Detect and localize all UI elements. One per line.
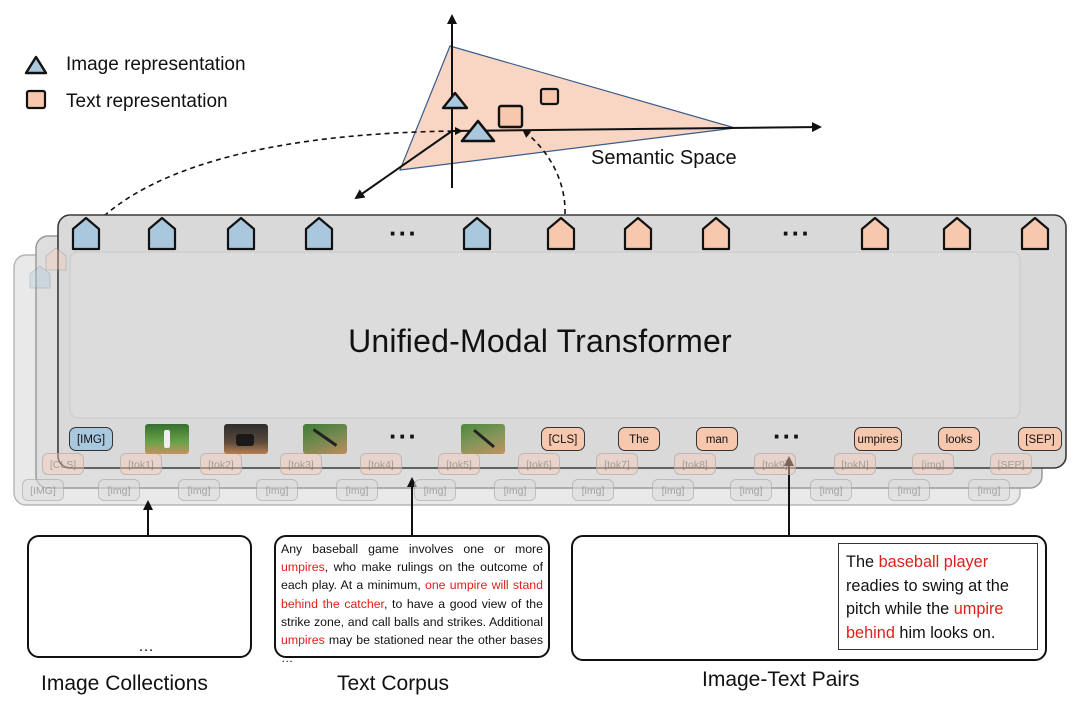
axis-horizontal (451, 122, 822, 133)
image-patch-token (303, 424, 347, 454)
text-output-pentagon-icon (623, 216, 653, 251)
ghost-token: [CLS] (42, 453, 84, 475)
image-patch-token (145, 424, 189, 454)
image-mapping-arrow (103, 127, 463, 217)
ghost-token: [tok7] (596, 453, 638, 475)
ghost-token: [img] (810, 479, 852, 501)
axis-diagonal (354, 130, 453, 200)
highlighted-phrase: umpires (281, 633, 325, 648)
ghost-token: [img] (888, 479, 930, 501)
image-text-pairs-caption: Image-Text Pairs (702, 668, 860, 691)
image-text-pairs-box (571, 535, 1047, 661)
text-segment: The (846, 553, 879, 571)
ghost-token: [tok3] (280, 453, 322, 475)
legend-text-label: Text representation (66, 91, 228, 112)
sep-token: [SEP] (1018, 427, 1062, 451)
text-output-pentagon-icon (942, 216, 972, 251)
highlighted-phrase: umpires (281, 560, 325, 575)
ghost-token: [img] (572, 479, 614, 501)
transformer-inner-panel (69, 251, 1021, 419)
image-patch-token (461, 424, 505, 454)
ghost-token: [img] (968, 479, 1010, 501)
text-segment: him looks on. (894, 623, 996, 642)
ghost-token: [tokN] (834, 453, 876, 475)
ghost-token: [tok8] (674, 453, 716, 475)
ghost-token: [img] (98, 479, 140, 501)
img-token: [IMG] (69, 427, 113, 451)
ghost-token: [SEP] (990, 453, 1032, 475)
space-square-small-icon (539, 87, 560, 106)
image-output-pentagon-icon (71, 216, 101, 251)
ghost-token: [img] (178, 479, 220, 501)
text-output-pentagon-icon (701, 216, 731, 251)
ghost-pentagons (29, 247, 67, 289)
text-segment: , who make rulings on the outcome of eac… (281, 560, 543, 593)
legend-triangle-icon (24, 55, 48, 75)
cls-token: [CLS] (541, 427, 585, 451)
ghost-token: [img] (652, 479, 694, 501)
image-collections-ellipsis: … (138, 638, 154, 655)
space-triangle-large-icon (460, 119, 496, 143)
pair-caption-text: The baseball player readies to swing at … (846, 551, 1036, 645)
legend-square-icon (25, 89, 47, 110)
ghost-token: [img] (336, 479, 378, 501)
highlighted-phrase: umpire behind (846, 600, 1004, 642)
image-output-pentagon-icon (462, 216, 492, 251)
ghost-token: [tok1] (120, 453, 162, 475)
image-collections-caption: Image Collections (41, 672, 208, 695)
ghost-token: [tok9] (754, 453, 796, 475)
input-ellipsis: ··· (389, 421, 418, 451)
ghost-token: [img] (494, 479, 536, 501)
output-pentagons (71, 216, 1050, 251)
text-output-pentagon-icon (1020, 216, 1050, 251)
highlighted-phrase: baseball player (878, 553, 989, 571)
highlighted-phrase: one umpire will stand behind the catcher (281, 578, 543, 611)
input-ellipsis: ··· (773, 421, 802, 451)
text-corpus-caption: Text Corpus (337, 672, 450, 695)
text-output-pentagon-icon (860, 216, 890, 251)
text-mapping-arrow (522, 129, 566, 215)
semantic-space-label: Semantic Space (591, 147, 737, 169)
text-segment: readies to swing at the pitch while the (846, 576, 1009, 619)
ghost-token: [tok4] (360, 453, 402, 475)
output-ellipsis: ··· (389, 218, 418, 248)
ghost-token: [img] (730, 479, 772, 501)
ghost-token: [tok2] (200, 453, 242, 475)
text-corpus-body: Any baseball game involves one or more u… (281, 540, 543, 667)
output-ellipsis: ··· (782, 218, 811, 248)
ghost-token: [IMG] (22, 479, 64, 501)
text-segment: Any baseball game involves one or more (281, 542, 543, 556)
transformer-title: Unified-Modal Transformer (348, 323, 732, 359)
image-output-pentagon-icon (304, 216, 334, 251)
image-collections-box (27, 535, 252, 658)
image-patch-token (224, 424, 268, 454)
ghost-token: [img] (256, 479, 298, 501)
ghost-token: [tok6] (518, 453, 560, 475)
text-output-pentagon-icon (546, 216, 576, 251)
space-square-large-icon (497, 104, 524, 129)
legend-image-label: Image representation (66, 54, 246, 75)
text-segment: , to have a good view of the strike zone… (281, 596, 543, 629)
ghost-token: [tok5] (438, 453, 480, 475)
text-token: man (696, 427, 738, 451)
image-output-pentagon-icon (226, 216, 256, 251)
text-corpus-box (274, 535, 550, 658)
image-output-pentagon-icon (147, 216, 177, 251)
text-token: umpires (854, 427, 902, 451)
text-token: The (618, 427, 660, 451)
ghost-token: [img] (912, 453, 954, 475)
text-token: looks (938, 427, 980, 451)
space-triangle-small-icon (441, 91, 469, 110)
text-segment: may be stationed near the other bases … (281, 633, 543, 666)
pair-caption-frame (838, 543, 1038, 650)
ghost-token: [img] (414, 479, 456, 501)
